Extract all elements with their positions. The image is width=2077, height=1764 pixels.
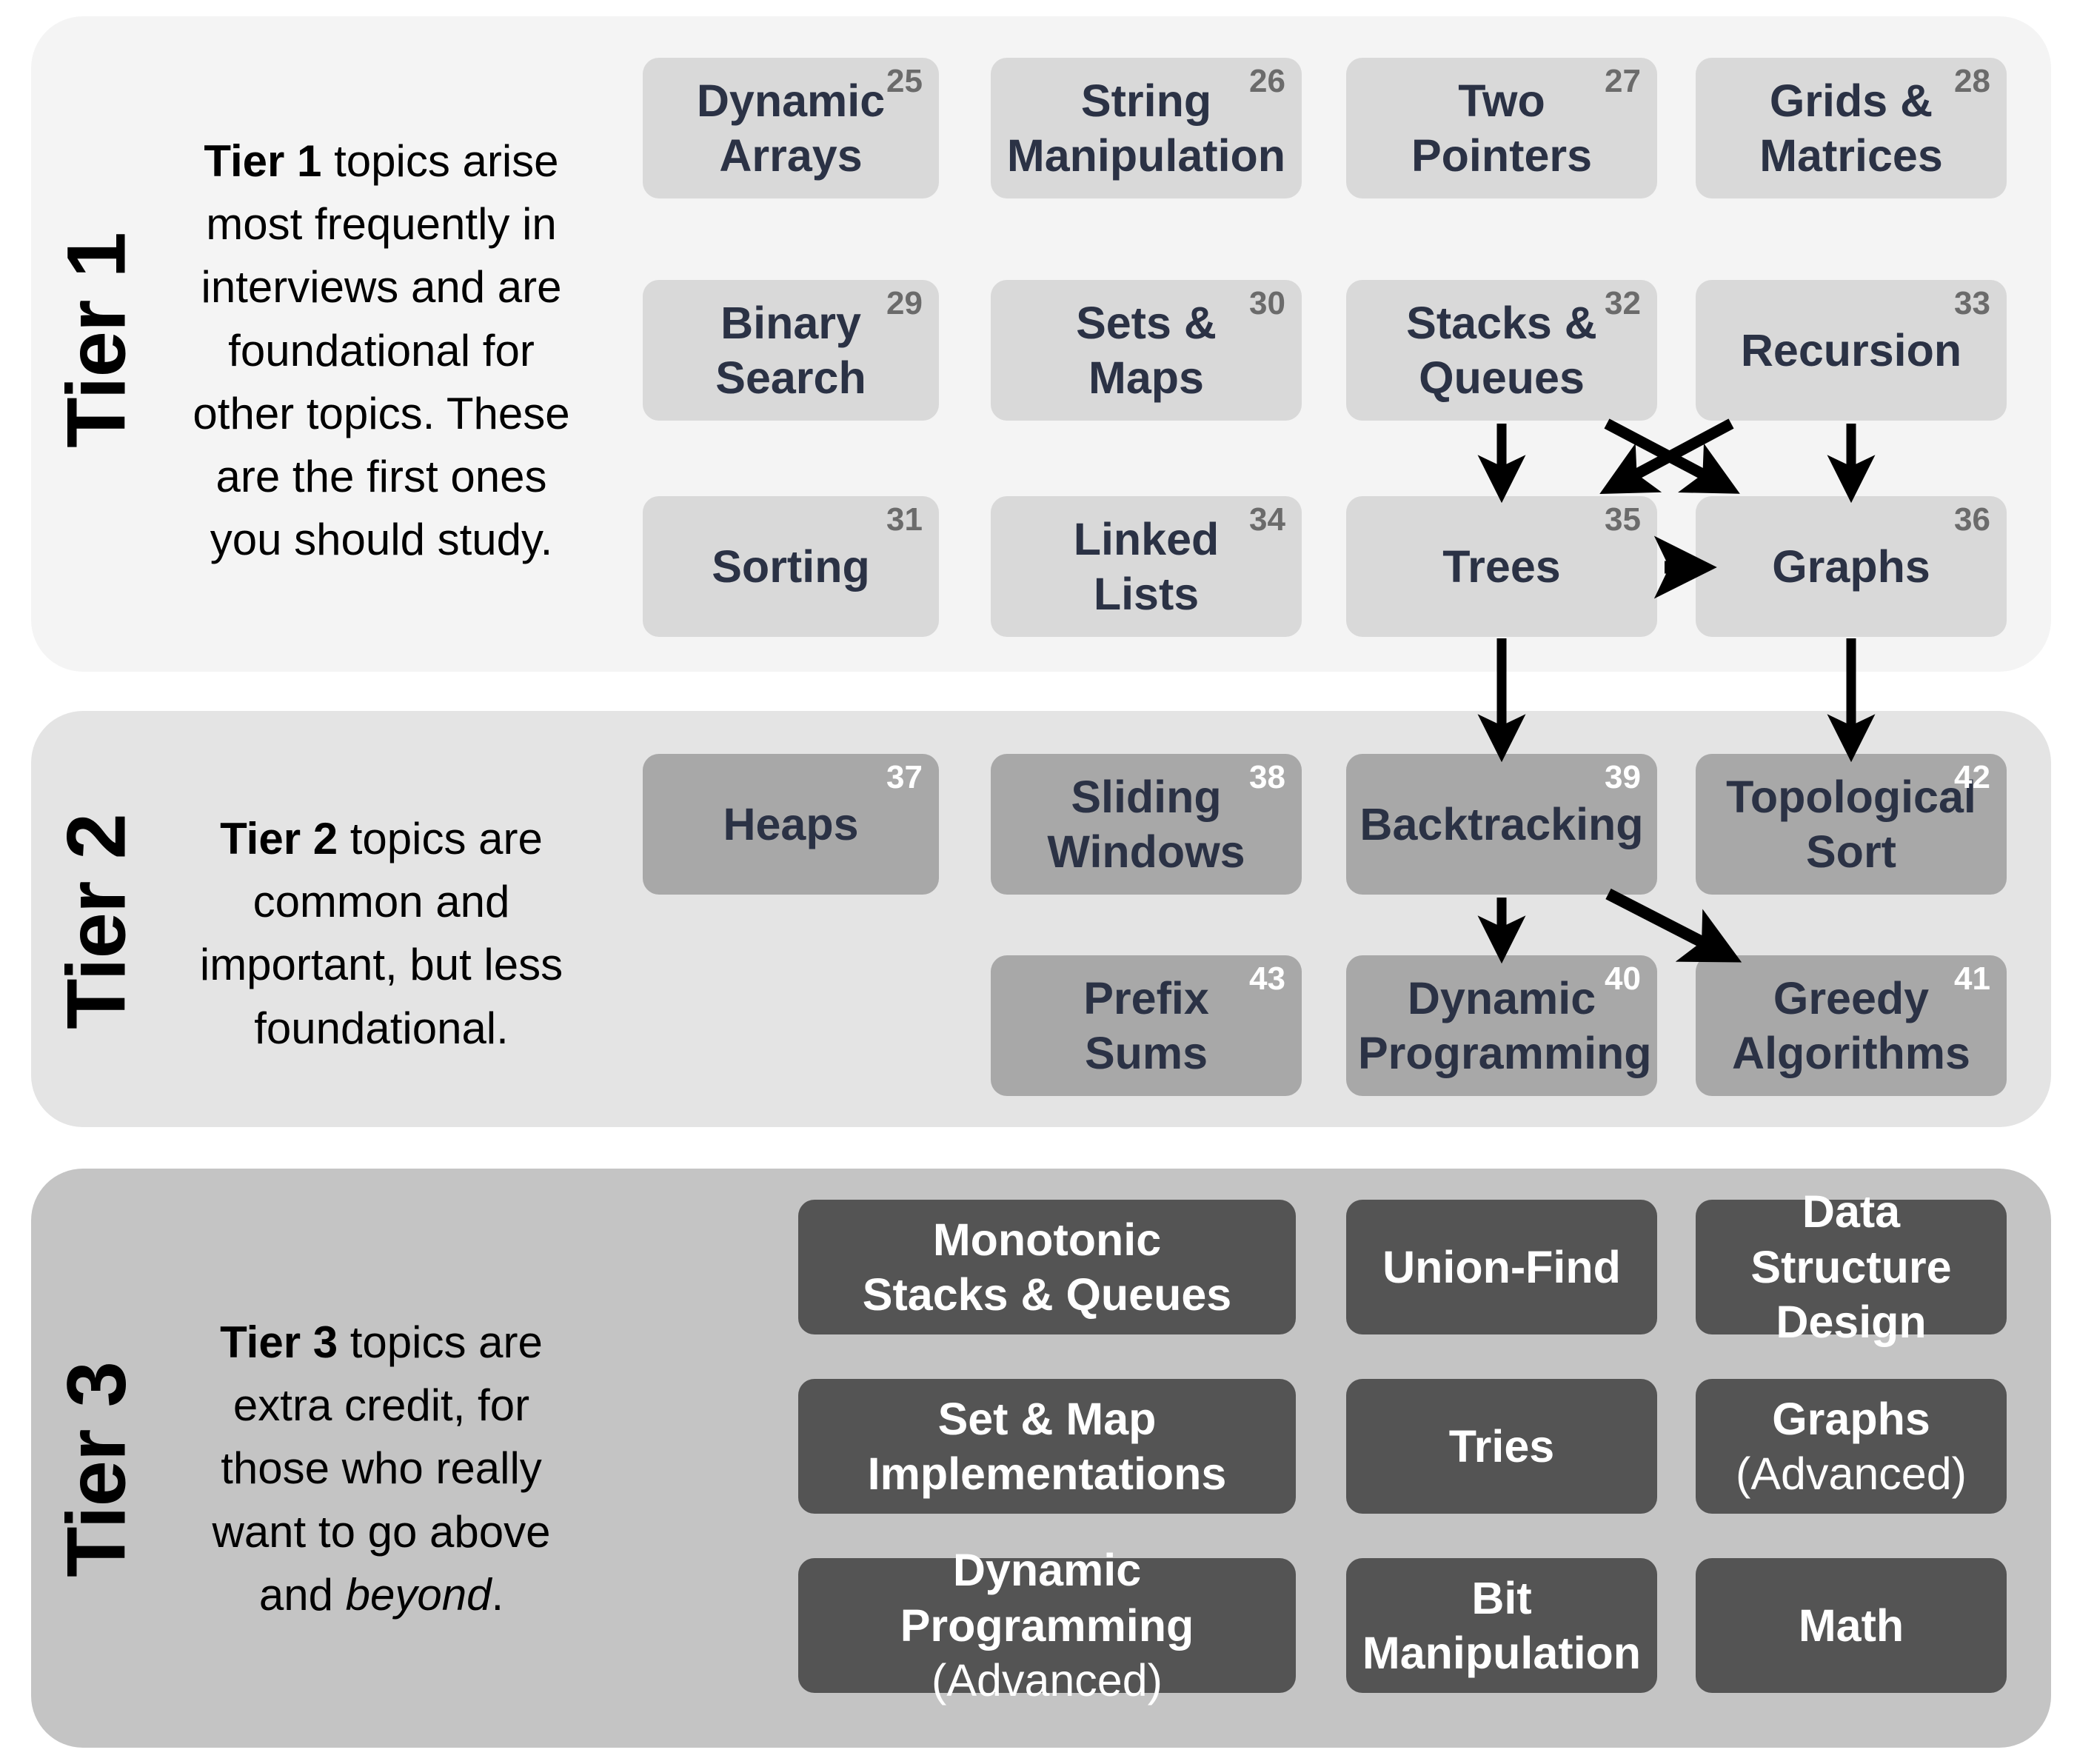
tier-1-label: Tier 1 xyxy=(50,233,143,448)
topic-number: 29 xyxy=(886,285,923,321)
topic-box-heaps[interactable]: Heaps 37 xyxy=(643,754,939,895)
tier-3-description-italic: beyond xyxy=(345,1569,492,1620)
topic-label: Tries xyxy=(1448,1420,1555,1471)
topic-label: Sets &Maps xyxy=(1076,297,1217,403)
tier-3-description: Tier 3 topics are extra credit, for thos… xyxy=(185,1311,578,1626)
topic-number: 39 xyxy=(1605,759,1641,795)
topic-label: Sorting xyxy=(712,541,870,592)
tier-2-description-rest: topics are common and important, but les… xyxy=(199,814,563,1053)
topic-number: 33 xyxy=(1954,285,1990,321)
tier-2-label: Tier 2 xyxy=(50,814,143,1029)
topic-number: 26 xyxy=(1249,63,1285,99)
topic-box-stacks-queues[interactable]: Stacks &Queues 32 xyxy=(1346,280,1657,421)
topic-number: 43 xyxy=(1249,960,1285,997)
topic-number: 36 xyxy=(1954,501,1990,538)
topic-number: 41 xyxy=(1954,960,1990,997)
topic-number: 25 xyxy=(886,63,923,99)
topic-number: 34 xyxy=(1249,501,1285,538)
topic-label: Trees xyxy=(1442,541,1561,592)
topic-label: Graphs(Advanced) xyxy=(1736,1393,1967,1499)
tier-3-description-pre: topics are extra credit, for those who r… xyxy=(212,1317,551,1620)
topic-number: 42 xyxy=(1954,759,1990,795)
topic-box-math[interactable]: Math xyxy=(1696,1558,2007,1693)
topic-number: 31 xyxy=(886,501,923,538)
topic-number: 30 xyxy=(1249,285,1285,321)
topic-label: Stacks &Queues xyxy=(1406,297,1597,403)
topic-box-sorting[interactable]: Sorting 31 xyxy=(643,496,939,637)
tier-3-description-post: . xyxy=(491,1569,504,1620)
tier-1-description: Tier 1 topics arise most frequently in i… xyxy=(185,130,578,571)
topic-number: 27 xyxy=(1605,63,1641,99)
topic-number: 37 xyxy=(886,759,923,795)
topic-box-backtracking[interactable]: Backtracking 39 xyxy=(1346,754,1657,895)
topic-box-graphs-advanced[interactable]: Graphs(Advanced) xyxy=(1696,1379,2007,1514)
topic-box-union-find[interactable]: Union-Find xyxy=(1346,1200,1657,1334)
tier-2-description: Tier 2 topics are common and important, … xyxy=(185,807,578,1060)
topic-number: 32 xyxy=(1605,285,1641,321)
topic-box-recursion[interactable]: Recursion 33 xyxy=(1696,280,2007,421)
topic-box-dynamic-programming-advanced[interactable]: Dynamic Programming(Advanced) xyxy=(798,1545,1296,1705)
topic-box-graphs[interactable]: Graphs 36 xyxy=(1696,496,2007,637)
topic-label: Backtracking xyxy=(1359,798,1644,849)
tier-3-label: Tier 3 xyxy=(50,1362,143,1577)
topic-label: Grids &Matrices xyxy=(1759,75,1943,181)
topic-box-sets-maps[interactable]: Sets &Maps 30 xyxy=(991,280,1302,421)
topic-box-tries[interactable]: Tries xyxy=(1346,1379,1657,1514)
topic-label: Dynamic Programming(Advanced) xyxy=(900,1545,1194,1706)
topic-label: Union-Find xyxy=(1382,1241,1621,1292)
topic-number: 35 xyxy=(1605,501,1641,538)
tier-3-description-bold: Tier 3 xyxy=(220,1317,338,1367)
topic-label: Graphs xyxy=(1772,541,1930,592)
topic-label: Recursion xyxy=(1740,324,1962,375)
topic-label: Heaps xyxy=(723,798,859,849)
topic-box-grids-matrices[interactable]: Grids &Matrices 28 xyxy=(1696,58,2007,198)
topic-number: 28 xyxy=(1954,63,1990,99)
topic-number: 38 xyxy=(1249,759,1285,795)
topic-number: 40 xyxy=(1605,960,1641,997)
tier-1-description-bold: Tier 1 xyxy=(204,136,322,186)
tier-2-description-bold: Tier 2 xyxy=(220,814,338,863)
topic-label: Math xyxy=(1798,1600,1904,1651)
tier-1-description-rest: topics arise most frequently in intervie… xyxy=(193,136,570,565)
topic-box-trees[interactable]: Trees 35 xyxy=(1346,496,1657,637)
